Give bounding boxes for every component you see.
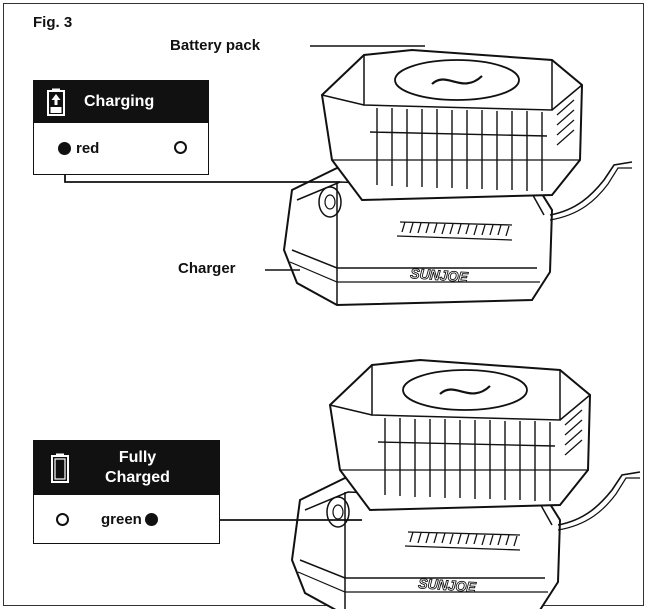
battery-and-charger-top xyxy=(282,48,634,307)
charger-label: Charger xyxy=(178,260,236,277)
battery-pack-label: Battery pack xyxy=(170,37,261,54)
charging-led-row: red xyxy=(34,123,208,173)
red-led-indicator xyxy=(58,141,71,155)
charger-brand-bottom: SUNJOE xyxy=(418,575,477,595)
fully-charged-title-line1: Fully xyxy=(118,449,157,466)
battery-charging-icon xyxy=(47,88,65,116)
charging-panel-header: Charging xyxy=(34,81,208,123)
green-led-indicator xyxy=(144,512,158,526)
green-led-off-indicator xyxy=(174,141,187,154)
charging-panel-title: Charging xyxy=(84,93,155,110)
fully-charged-title-line2: Charged xyxy=(105,469,170,486)
fully-charged-panel-header: Fully Charged xyxy=(34,441,219,495)
figure-frame xyxy=(3,3,644,606)
charger-brand-top: SUNJOE xyxy=(410,265,469,285)
battery-and-charger-bottom xyxy=(290,358,642,609)
charging-status-panel: Charging red xyxy=(33,80,209,175)
fully-charged-led-row: green xyxy=(34,495,219,543)
green-led-label: green xyxy=(101,510,142,528)
battery-full-icon xyxy=(51,453,69,483)
fully-charged-panel-title: Fully Charged xyxy=(70,448,219,488)
fully-charged-status-panel: Fully Charged green xyxy=(33,440,220,544)
red-led-off-indicator xyxy=(56,512,69,526)
red-led-label: red xyxy=(76,139,100,157)
figure-label: Fig. 3 xyxy=(33,14,73,31)
